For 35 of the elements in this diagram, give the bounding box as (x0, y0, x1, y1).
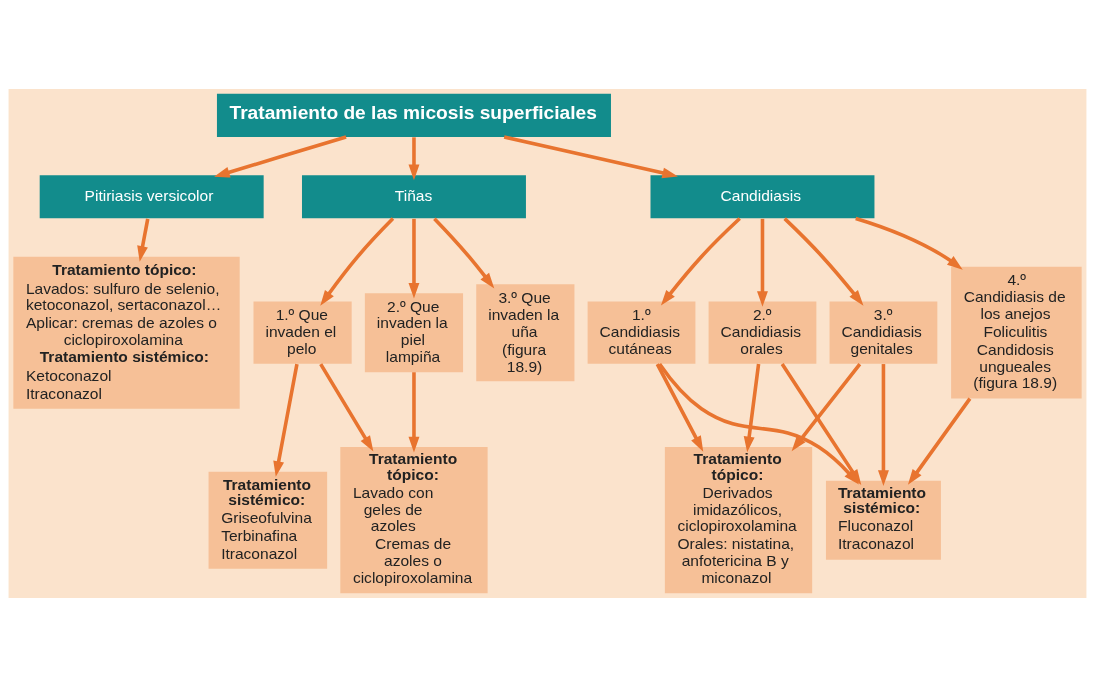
arrow (878, 364, 889, 486)
node-box: Tratamiento tópico: Lavados: sulfuro de selenio, ketoconazol, sertaconazol… Aplicar: cremas de azoles o ciclopiroxolamina Tratamiento sistémico: Ketoconazol Itraconazol (13, 256, 240, 409)
node-box: Candidiasis (650, 175, 875, 219)
node-box: Tratamiento tópico: Derivados imidazólicos, ciclopiroxolamina Orales: nistatina, anfotericina B y miconazol (664, 447, 813, 594)
arrow (408, 137, 420, 181)
node-box: 2.º Que invaden la piel lampiña (364, 293, 464, 373)
arrow (320, 217, 395, 306)
arrow (433, 217, 495, 289)
arrow (757, 218, 768, 307)
arrow (907, 397, 972, 485)
arrow (855, 216, 963, 270)
arrow (319, 363, 374, 452)
arrow (655, 363, 704, 452)
node-box: 1.º Candidiasis cutáneas (587, 301, 696, 364)
node-box: Tratamiento de las micosis superficiales (216, 93, 611, 137)
node-box: Tratamiento sistémico: Fluconazol Itraconazol (825, 480, 941, 560)
arrow (660, 217, 741, 306)
arrow (137, 218, 150, 262)
node-box: 3.º Candidiasis genitales (829, 301, 938, 364)
arrow (783, 217, 864, 306)
node-box: 3.º Que invaden la uña (figura 18.9) (476, 284, 575, 382)
node-box: Tratamiento sistémico: Griseofulvina Terbinafina Itraconazol (208, 471, 328, 569)
node-box: 2.º Candidiasis orales (708, 301, 817, 364)
node-box: 1.º Que invaden el pelo (253, 301, 352, 364)
arrow (408, 218, 420, 299)
arrow (273, 363, 299, 477)
arrow (791, 362, 862, 452)
node-box: Pitiriasis versicolor (39, 175, 264, 219)
node-box: Tratamiento tópico: Lavado con geles de azoles Cremas de azoles o ciclopiroxolamina (340, 447, 488, 594)
arrow (743, 363, 761, 453)
node-box: 4.º Candidiasis de los anejos Foliculitis Candidosis ungueales (figura 18.9) (951, 266, 1082, 399)
node-box: Tiñas (302, 175, 526, 219)
arrow (408, 372, 420, 453)
arrow (503, 135, 678, 179)
arrow (214, 135, 347, 178)
